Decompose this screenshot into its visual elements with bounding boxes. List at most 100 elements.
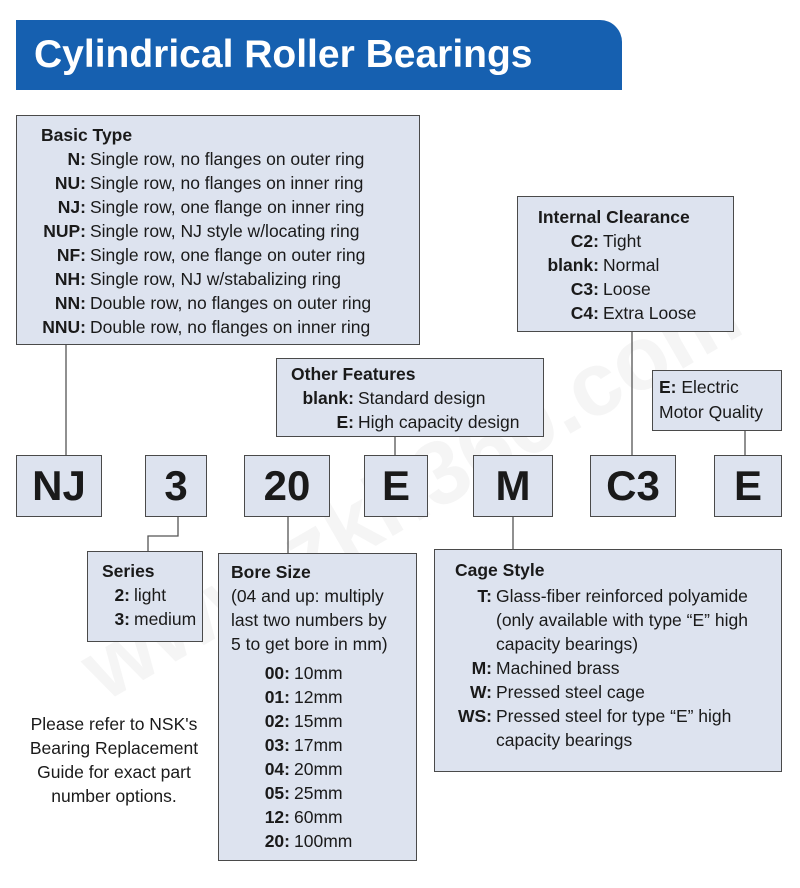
- internal-clearance-list: C2:Tight blank:Normal C3:Loose C4:Extra …: [518, 229, 733, 325]
- bore-desc-line: 5 to get bore in mm): [231, 634, 388, 654]
- basic-type-desc: Single row, one flange on outer ring: [90, 245, 366, 265]
- basic-type-box: Basic Type N:Single row, no flanges on o…: [16, 115, 420, 345]
- electric-code: E:: [659, 377, 677, 397]
- bore-size-list: 00:10mm 01:12mm 02:15mm 03:17mm 04:20mm …: [231, 661, 416, 853]
- basic-type-code: NH:: [54, 269, 86, 289]
- bore-code: 20:: [264, 831, 290, 851]
- internal-clearance-title: Internal Clearance: [538, 207, 690, 227]
- series-title: Series: [102, 561, 155, 581]
- note-line: Bearing Replacement: [29, 738, 199, 758]
- cage-desc-line: Machined brass: [496, 658, 620, 678]
- basic-type-desc: Double row, no flanges on outer ring: [90, 293, 372, 313]
- cage-style-box: Cage Style T: Glass-fiber reinforced pol…: [434, 549, 782, 772]
- bore-size-title: Bore Size: [231, 562, 311, 582]
- basic-type-desc: Single row, NJ w/stabalizing ring: [90, 269, 341, 289]
- bore-desc-line: (04 and up: multiply: [231, 586, 384, 606]
- cage-desc-line: (only available with type “E” high: [496, 610, 748, 630]
- bore-code: 00:: [264, 663, 290, 683]
- bore-code: 03:: [264, 735, 290, 755]
- code-electric: E: [714, 455, 782, 517]
- basic-type-list: N:Single row, no flanges on outer ring N…: [29, 147, 419, 339]
- basic-type-code: NJ:: [57, 197, 86, 217]
- basic-type-code: NN:: [54, 293, 86, 313]
- clearance-code: C4:: [570, 303, 599, 323]
- cage-desc-line: Glass-fiber reinforced polyamide: [496, 586, 748, 606]
- clearance-code: C2:: [570, 231, 599, 251]
- cage-style-list: T: Glass-fiber reinforced polyamide (onl…: [435, 584, 781, 752]
- electric-line-1: E: Electric: [659, 375, 781, 400]
- basic-type-code: N:: [67, 149, 86, 169]
- feature-desc: High capacity design: [358, 412, 520, 432]
- cage-desc-line: capacity bearings): [496, 634, 639, 654]
- feature-code: blank:: [302, 388, 354, 408]
- other-features-box: Other Features blank:Standard design E:H…: [276, 358, 544, 437]
- basic-type-title: Basic Type: [41, 125, 133, 145]
- bore-code: 05:: [264, 783, 290, 803]
- bore-size-box: Bore Size (04 and up: multiply last two …: [218, 553, 417, 861]
- bore-code: 01:: [264, 687, 290, 707]
- series-code: 2:: [114, 585, 130, 605]
- basic-type-code: NU:: [54, 173, 86, 193]
- clearance-code: blank:: [547, 255, 599, 275]
- connector-series: [147, 517, 179, 551]
- bore-code: 04:: [264, 759, 290, 779]
- electric-line-2: Motor Quality: [659, 402, 764, 422]
- clearance-desc: Loose: [603, 279, 651, 299]
- page-title: Cylindrical Roller Bearings: [16, 20, 622, 90]
- note-line: Guide for exact part: [37, 762, 191, 782]
- cage-code: T:: [477, 586, 492, 606]
- bore-value: 17mm: [294, 735, 343, 755]
- basic-type-desc: Single row, no flanges on outer ring: [90, 149, 365, 169]
- cage-desc-line: Pressed steel for type “E” high: [496, 706, 732, 726]
- series-box: Series 2:light 3:medium: [87, 551, 203, 642]
- cage-code: W:: [469, 682, 492, 702]
- clearance-desc: Extra Loose: [603, 303, 697, 323]
- bore-desc-line: last two numbers by: [231, 610, 387, 630]
- code-internal-clearance: C3: [590, 455, 676, 517]
- bore-value: 20mm: [294, 759, 343, 779]
- bore-value: 15mm: [294, 711, 343, 731]
- bore-code: 02:: [264, 711, 290, 731]
- basic-type-desc: Double row, no flanges on inner ring: [90, 317, 371, 337]
- electric-motor-box: E: Electric Motor Quality: [652, 370, 782, 431]
- cage-code: WS:: [457, 706, 492, 726]
- cage-desc: Glass-fiber reinforced polyamide (only a…: [492, 584, 781, 656]
- basic-type-code: NUP:: [43, 221, 86, 241]
- cage-desc: Machined brass: [492, 656, 781, 680]
- series-desc: light: [134, 585, 167, 605]
- bore-code: 12:: [264, 807, 290, 827]
- cage-desc-line: capacity bearings: [496, 730, 633, 750]
- electric-desc: Electric: [681, 377, 739, 397]
- clearance-desc: Tight: [603, 231, 642, 251]
- basic-type-code: NF:: [56, 245, 86, 265]
- series-list: 2:light 3:medium: [88, 583, 202, 631]
- note-line: number options.: [51, 786, 177, 806]
- feature-desc: Standard design: [358, 388, 486, 408]
- cage-desc: Pressed steel for type “E” high capacity…: [492, 704, 781, 752]
- cage-desc: Pressed steel cage: [492, 680, 781, 704]
- note-line: Please refer to NSK's: [30, 714, 198, 734]
- bore-value: 100mm: [294, 831, 353, 851]
- code-basic-type: NJ: [16, 455, 102, 517]
- other-features-list: blank:Standard design E:High capacity de…: [277, 386, 543, 434]
- series-desc: medium: [134, 609, 197, 629]
- code-cage-style: M: [473, 455, 553, 517]
- cage-desc-line: Pressed steel cage: [496, 682, 645, 702]
- cage-style-title: Cage Style: [455, 560, 545, 580]
- clearance-desc: Normal: [603, 255, 660, 275]
- bore-size-description: (04 and up: multiply last two numbers by…: [231, 584, 416, 656]
- basic-type-code: NNU:: [42, 317, 86, 337]
- cage-code: M:: [471, 658, 492, 678]
- clearance-code: C3:: [570, 279, 599, 299]
- internal-clearance-box: Internal Clearance C2:Tight blank:Normal…: [517, 196, 734, 332]
- bore-value: 12mm: [294, 687, 343, 707]
- reference-note: Please refer to NSK's Bearing Replacemen…: [14, 712, 214, 808]
- other-features-title: Other Features: [291, 364, 416, 384]
- series-code: 3:: [114, 609, 130, 629]
- basic-type-desc: Single row, no flanges on inner ring: [90, 173, 364, 193]
- code-bore-size: 20: [244, 455, 330, 517]
- feature-code: E:: [336, 412, 355, 432]
- bore-value: 25mm: [294, 783, 343, 803]
- basic-type-desc: Single row, NJ style w/locating ring: [90, 221, 360, 241]
